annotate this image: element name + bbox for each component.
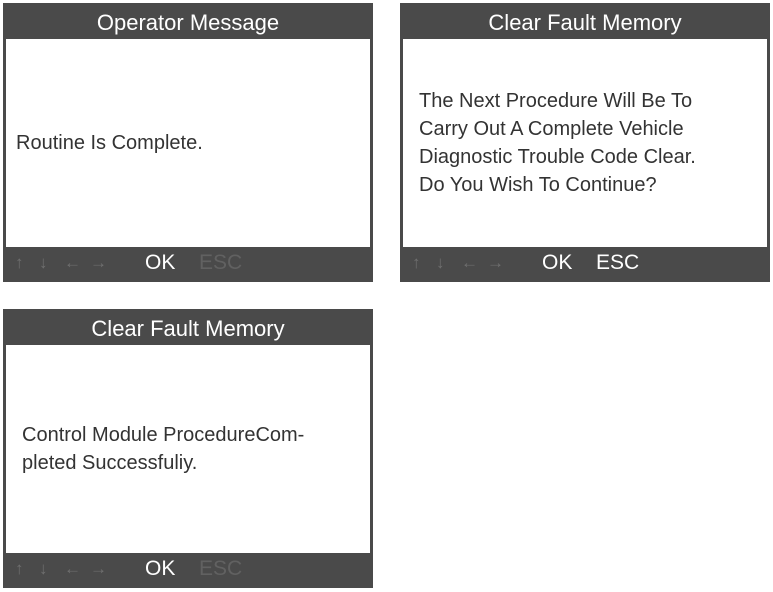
operator-message-screen: Operator Message Routine Is Complete. ↑ …: [3, 3, 373, 282]
esc-button: ESC: [199, 557, 243, 580]
soft-key-bar: ↑ ↓ ← → OK ESC: [6, 247, 370, 279]
screen-title: Clear Fault Memory: [6, 312, 370, 345]
arrow-down-icon[interactable]: ↓: [39, 559, 48, 578]
arrow-down-icon[interactable]: ↓: [39, 253, 48, 272]
clear-fault-memory-confirm-screen: Clear Fault Memory The Next Procedure Wi…: [400, 3, 770, 282]
ok-button[interactable]: OK: [145, 251, 176, 274]
message-line: Carry Out A Complete Vehicle: [419, 118, 684, 140]
soft-key-bar: ↑ ↓ ← → OK ESC: [403, 247, 767, 279]
arrow-up-icon[interactable]: ↑: [15, 253, 24, 272]
arrow-down-icon[interactable]: ↓: [436, 253, 445, 272]
arrow-up-icon[interactable]: ↑: [412, 253, 421, 272]
arrow-left-icon[interactable]: ←: [64, 253, 81, 272]
message-area: Control Module ProcedureCom- pleted Succ…: [6, 345, 370, 553]
esc-button[interactable]: ESC: [596, 251, 640, 274]
esc-button: ESC: [199, 251, 243, 274]
arrow-up-icon[interactable]: ↑: [15, 559, 24, 578]
message-line: pleted Successfuliy.: [22, 452, 198, 474]
arrow-right-icon[interactable]: →: [487, 253, 504, 272]
message-line: Control Module ProcedureCom-: [22, 424, 305, 446]
arrow-left-icon[interactable]: ←: [64, 559, 81, 578]
screen-title: Operator Message: [6, 6, 370, 39]
message-text: The Next Procedure Will Be To Carry Out …: [419, 87, 704, 199]
ok-button[interactable]: OK: [145, 557, 176, 580]
message-line: Routine Is Complete.: [16, 132, 203, 154]
arrow-right-icon[interactable]: →: [90, 559, 107, 578]
message-text: Routine Is Complete.: [16, 129, 211, 157]
arrow-left-icon[interactable]: ←: [461, 253, 478, 272]
ok-button[interactable]: OK: [542, 251, 573, 274]
screen-title: Clear Fault Memory: [403, 6, 767, 39]
message-area: The Next Procedure Will Be To Carry Out …: [403, 39, 767, 247]
message-text: Control Module ProcedureCom- pleted Succ…: [22, 421, 312, 477]
arrow-right-icon[interactable]: →: [90, 253, 107, 272]
clear-fault-memory-complete-screen: Clear Fault Memory Control Module Proced…: [3, 309, 373, 588]
message-line: The Next Procedure Will Be To: [419, 90, 693, 112]
message-area: Routine Is Complete.: [6, 39, 370, 247]
soft-key-bar: ↑ ↓ ← → OK ESC: [6, 553, 370, 585]
message-line: Do You Wish To Continue?: [419, 174, 657, 196]
message-line: Diagnostic Trouble Code Clear.: [419, 146, 696, 168]
